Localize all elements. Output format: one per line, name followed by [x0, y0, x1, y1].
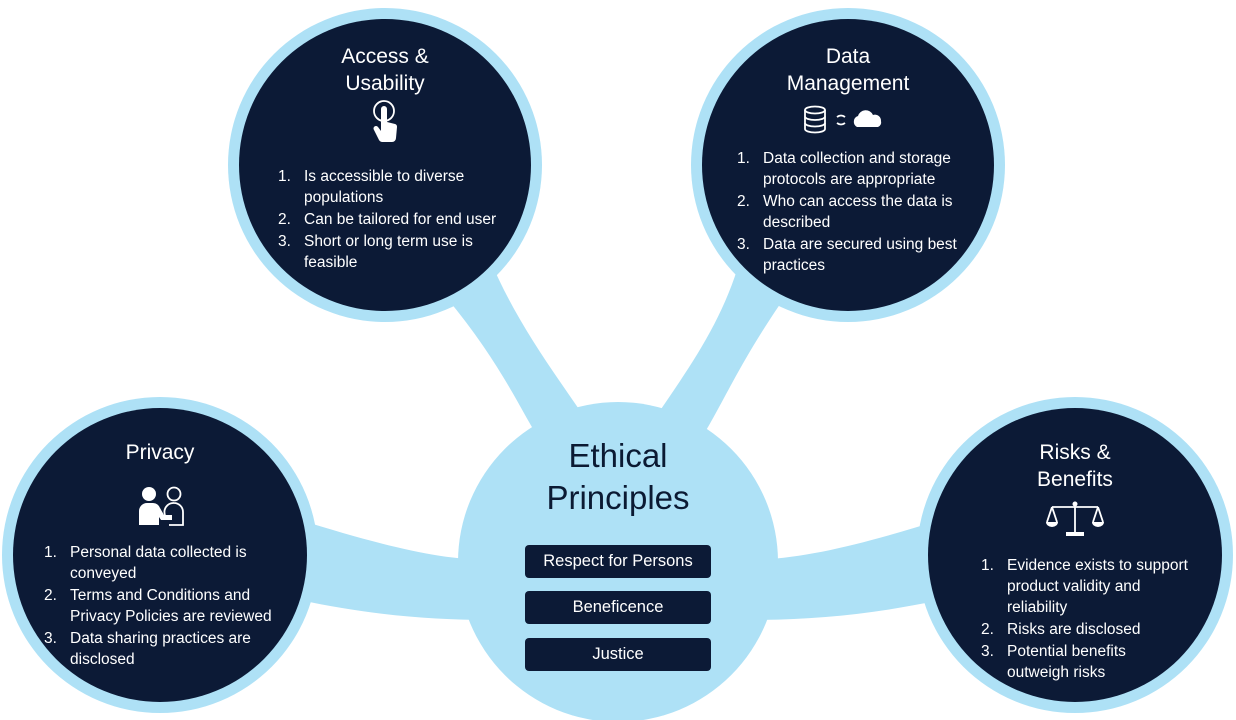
center-title-line1: Ethical — [568, 437, 668, 474]
data-circle — [702, 19, 994, 311]
people-privacy-icon — [139, 486, 184, 526]
access-title-line2: Usability — [345, 72, 425, 95]
item-text: Risks are disclosed — [1007, 621, 1141, 638]
item-number: 3. — [44, 630, 57, 647]
access-title-line1: Access & — [341, 45, 429, 68]
connector-privacy — [300, 520, 490, 620]
item-number: 3. — [737, 236, 750, 253]
list-item: 2. Can be tailored for end user — [278, 209, 518, 230]
item-text: populations — [304, 189, 384, 206]
access-title: Access & Usability — [305, 43, 465, 97]
item-text: protocols are appropriate — [763, 171, 936, 188]
item-text: product validity and — [1007, 578, 1141, 595]
item-text: Can be tailored for end user — [304, 211, 497, 228]
list-item: 1. Is accessible to diverse populations — [278, 166, 518, 208]
item-text: feasible — [304, 254, 358, 271]
list-item: 3. Short or long term use is feasible — [278, 231, 518, 273]
item-text: Personal data collected is — [70, 544, 247, 561]
item-text: Short or long term use is — [304, 233, 473, 250]
center-title-line2: Principles — [546, 479, 690, 516]
item-text: described — [763, 214, 831, 231]
risks-title-line1: Risks & — [1039, 441, 1111, 464]
privacy-title-text: Privacy — [125, 441, 195, 464]
item-text: disclosed — [70, 651, 135, 668]
principle-justice: Justice — [525, 638, 711, 671]
list-item: 3. Potential benefits outweigh risks — [981, 641, 1211, 683]
connector-risks — [745, 520, 940, 620]
data-list: 1. Data collection and storage protocols a… — [737, 148, 987, 277]
center-title: Ethical Principles — [490, 435, 746, 519]
privacy-circle — [13, 408, 307, 702]
item-text: reliability — [1007, 599, 1068, 616]
item-number: 1. — [278, 168, 291, 185]
risks-list: 1. Evidence exists to support product vali… — [981, 555, 1211, 684]
item-number: 3. — [981, 643, 994, 660]
item-text: outweigh risks — [1007, 664, 1106, 681]
item-text: Is accessible to diverse — [304, 168, 465, 185]
item-text: Data sharing practices are — [70, 630, 251, 647]
connector-access — [440, 260, 600, 440]
item-text: practices — [763, 257, 826, 274]
item-number: 2. — [44, 587, 57, 604]
risks-title-line2: Benefits — [1037, 468, 1113, 491]
item-number: 2. — [737, 193, 750, 210]
data-title: Data Management — [748, 43, 948, 97]
risks-circle — [928, 408, 1222, 702]
item-text: Evidence exists to support — [1007, 557, 1188, 574]
privacy-list: 1. Personal data collected is conveyed 2. T… — [44, 542, 294, 671]
item-number: 1. — [44, 544, 57, 561]
list-item: 2. Who can access the data is described — [737, 191, 987, 233]
item-text: conveyed — [70, 565, 137, 582]
connectors — [300, 260, 940, 620]
item-number: 2. — [981, 621, 994, 638]
connector-data — [640, 260, 790, 440]
item-number: 3. — [278, 233, 291, 250]
list-item: 1. Data collection and storage protocols a… — [737, 148, 987, 190]
risks-title: Risks & Benefits — [995, 439, 1155, 493]
balance-scale-icon — [1046, 501, 1104, 536]
list-item: 1. Personal data collected is conveyed — [44, 542, 294, 584]
data-title-line1: Data — [825, 45, 871, 68]
item-number: 1. — [981, 557, 994, 574]
item-text: Privacy Policies are reviewed — [70, 608, 272, 625]
list-item: 3. Data sharing practices are disclosed — [44, 628, 294, 670]
principle-respect-for-persons: Respect for Persons — [525, 545, 711, 578]
privacy-title: Privacy — [80, 439, 240, 466]
item-text: Who can access the data is — [763, 193, 953, 210]
data-title-line2: Management — [786, 72, 910, 95]
list-item: 1. Evidence exists to support product vali… — [981, 555, 1211, 618]
principle-beneficence: Beneficence — [525, 591, 711, 624]
item-number: 2. — [278, 211, 291, 228]
item-text: Potential benefits — [1007, 643, 1126, 660]
item-text: Data collection and storage — [763, 150, 951, 167]
access-list: 1. Is accessible to diverse populations 2.… — [278, 166, 518, 274]
list-item: 2. Risks are disclosed — [981, 619, 1211, 640]
item-number: 1. — [737, 150, 750, 167]
list-item: 3. Data are secured using best practices — [737, 234, 987, 276]
item-text: Terms and Conditions and — [70, 587, 251, 604]
item-text: Data are secured using best — [763, 236, 957, 253]
database-cloud-icon — [804, 105, 882, 134]
access-circle — [239, 19, 531, 311]
touch-hand-icon — [373, 100, 398, 142]
